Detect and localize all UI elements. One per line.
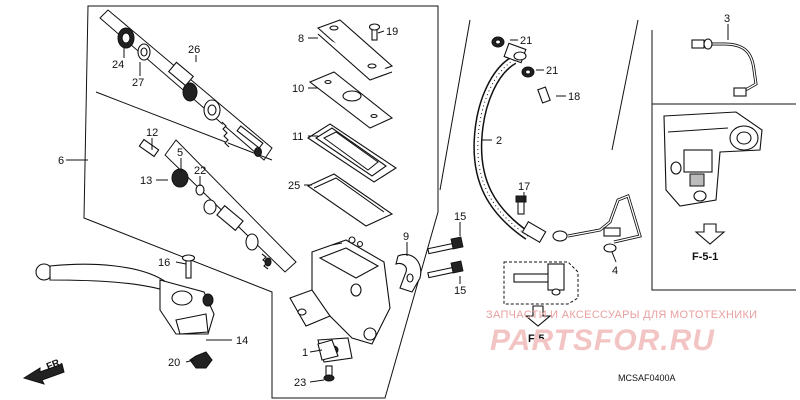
- arrow-to-f5: [524, 305, 552, 327]
- watermark-brand: PARTSFOR.RU: [490, 324, 715, 357]
- callout-14: 14: [236, 335, 248, 347]
- callout-leaders: [66, 24, 729, 383]
- callout-9: 9: [403, 231, 409, 243]
- callout-26: 26: [188, 44, 200, 56]
- callout-25: 25: [288, 180, 300, 192]
- callout-17: 17: [518, 181, 530, 193]
- callout-13: 13: [140, 175, 152, 187]
- brake-lever: [35, 263, 215, 335]
- callout-20: 20: [168, 357, 180, 369]
- fr-arrow-icon: [22, 363, 65, 385]
- reservoir-diaphragm: [306, 123, 398, 183]
- abs-unit: [663, 111, 763, 207]
- callout-8: 8: [298, 33, 304, 45]
- callout-22: 22: [194, 165, 206, 177]
- hose-bolt-17: [515, 195, 527, 215]
- cap-screw: [368, 23, 381, 41]
- callout-24: 24: [112, 59, 124, 71]
- pivot-nut: [189, 351, 213, 369]
- lever-pivot-bolt: [181, 254, 196, 279]
- brake-hose: [473, 42, 568, 243]
- reservoir-plate-25: [306, 173, 394, 227]
- group-frame: [83, 5, 439, 399]
- subgroup-box-13: [164, 139, 297, 273]
- piston-assembly-upper: [117, 27, 264, 157]
- callout-12: 12: [146, 127, 158, 139]
- leader-line: [95, 91, 273, 161]
- arrow-to-f51: [694, 223, 726, 245]
- master-cylinder-body: [289, 236, 391, 363]
- callout-6: 6: [58, 155, 64, 167]
- brake-switch: [317, 339, 339, 382]
- callout-18: 18: [568, 91, 580, 103]
- callout-5: 5: [177, 147, 183, 159]
- callout-27: 27: [132, 77, 144, 89]
- watermark-tagline: ЗАПЧАСТИ И АКСЕССУАРЫ ДЛЯ МОТОТЕХНИКИ: [486, 309, 757, 321]
- piston-assembly-lower: [138, 138, 272, 270]
- callout-1: 1: [302, 347, 308, 359]
- callout-11: 11: [292, 131, 303, 143]
- callout-2: 2: [496, 135, 502, 147]
- pipe-leader: [439, 19, 471, 191]
- callout-21-lower: 21: [546, 65, 558, 77]
- callout-19: 19: [386, 26, 398, 38]
- handlebar-clamp: [395, 254, 422, 293]
- callout-23: 23: [294, 377, 306, 389]
- f5-reference-part: [503, 261, 579, 305]
- reference-f51: F-5-1: [692, 251, 718, 263]
- reservoir-cap: [316, 19, 394, 81]
- brake-pipe: [567, 193, 642, 253]
- diagram-code: MCSAF0400A: [618, 373, 676, 383]
- banjo-bolt-washers: [491, 36, 551, 104]
- abs-panel-frame: [651, 30, 796, 291]
- callout-10: 10: [292, 83, 304, 95]
- pipe-leader-2: [611, 19, 639, 151]
- reference-f5: F-5: [528, 333, 545, 345]
- upper-pipe: [691, 38, 758, 97]
- callout-16: 16: [158, 257, 170, 269]
- callout-4: 4: [612, 265, 618, 277]
- callout-21-upper: 21: [520, 35, 532, 47]
- reservoir-plate: [308, 71, 394, 129]
- callout-3: 3: [724, 13, 730, 25]
- clamp-bolts: [427, 236, 464, 279]
- callout-15-lower: 15: [454, 285, 466, 297]
- callout-15-upper: 15: [454, 211, 466, 223]
